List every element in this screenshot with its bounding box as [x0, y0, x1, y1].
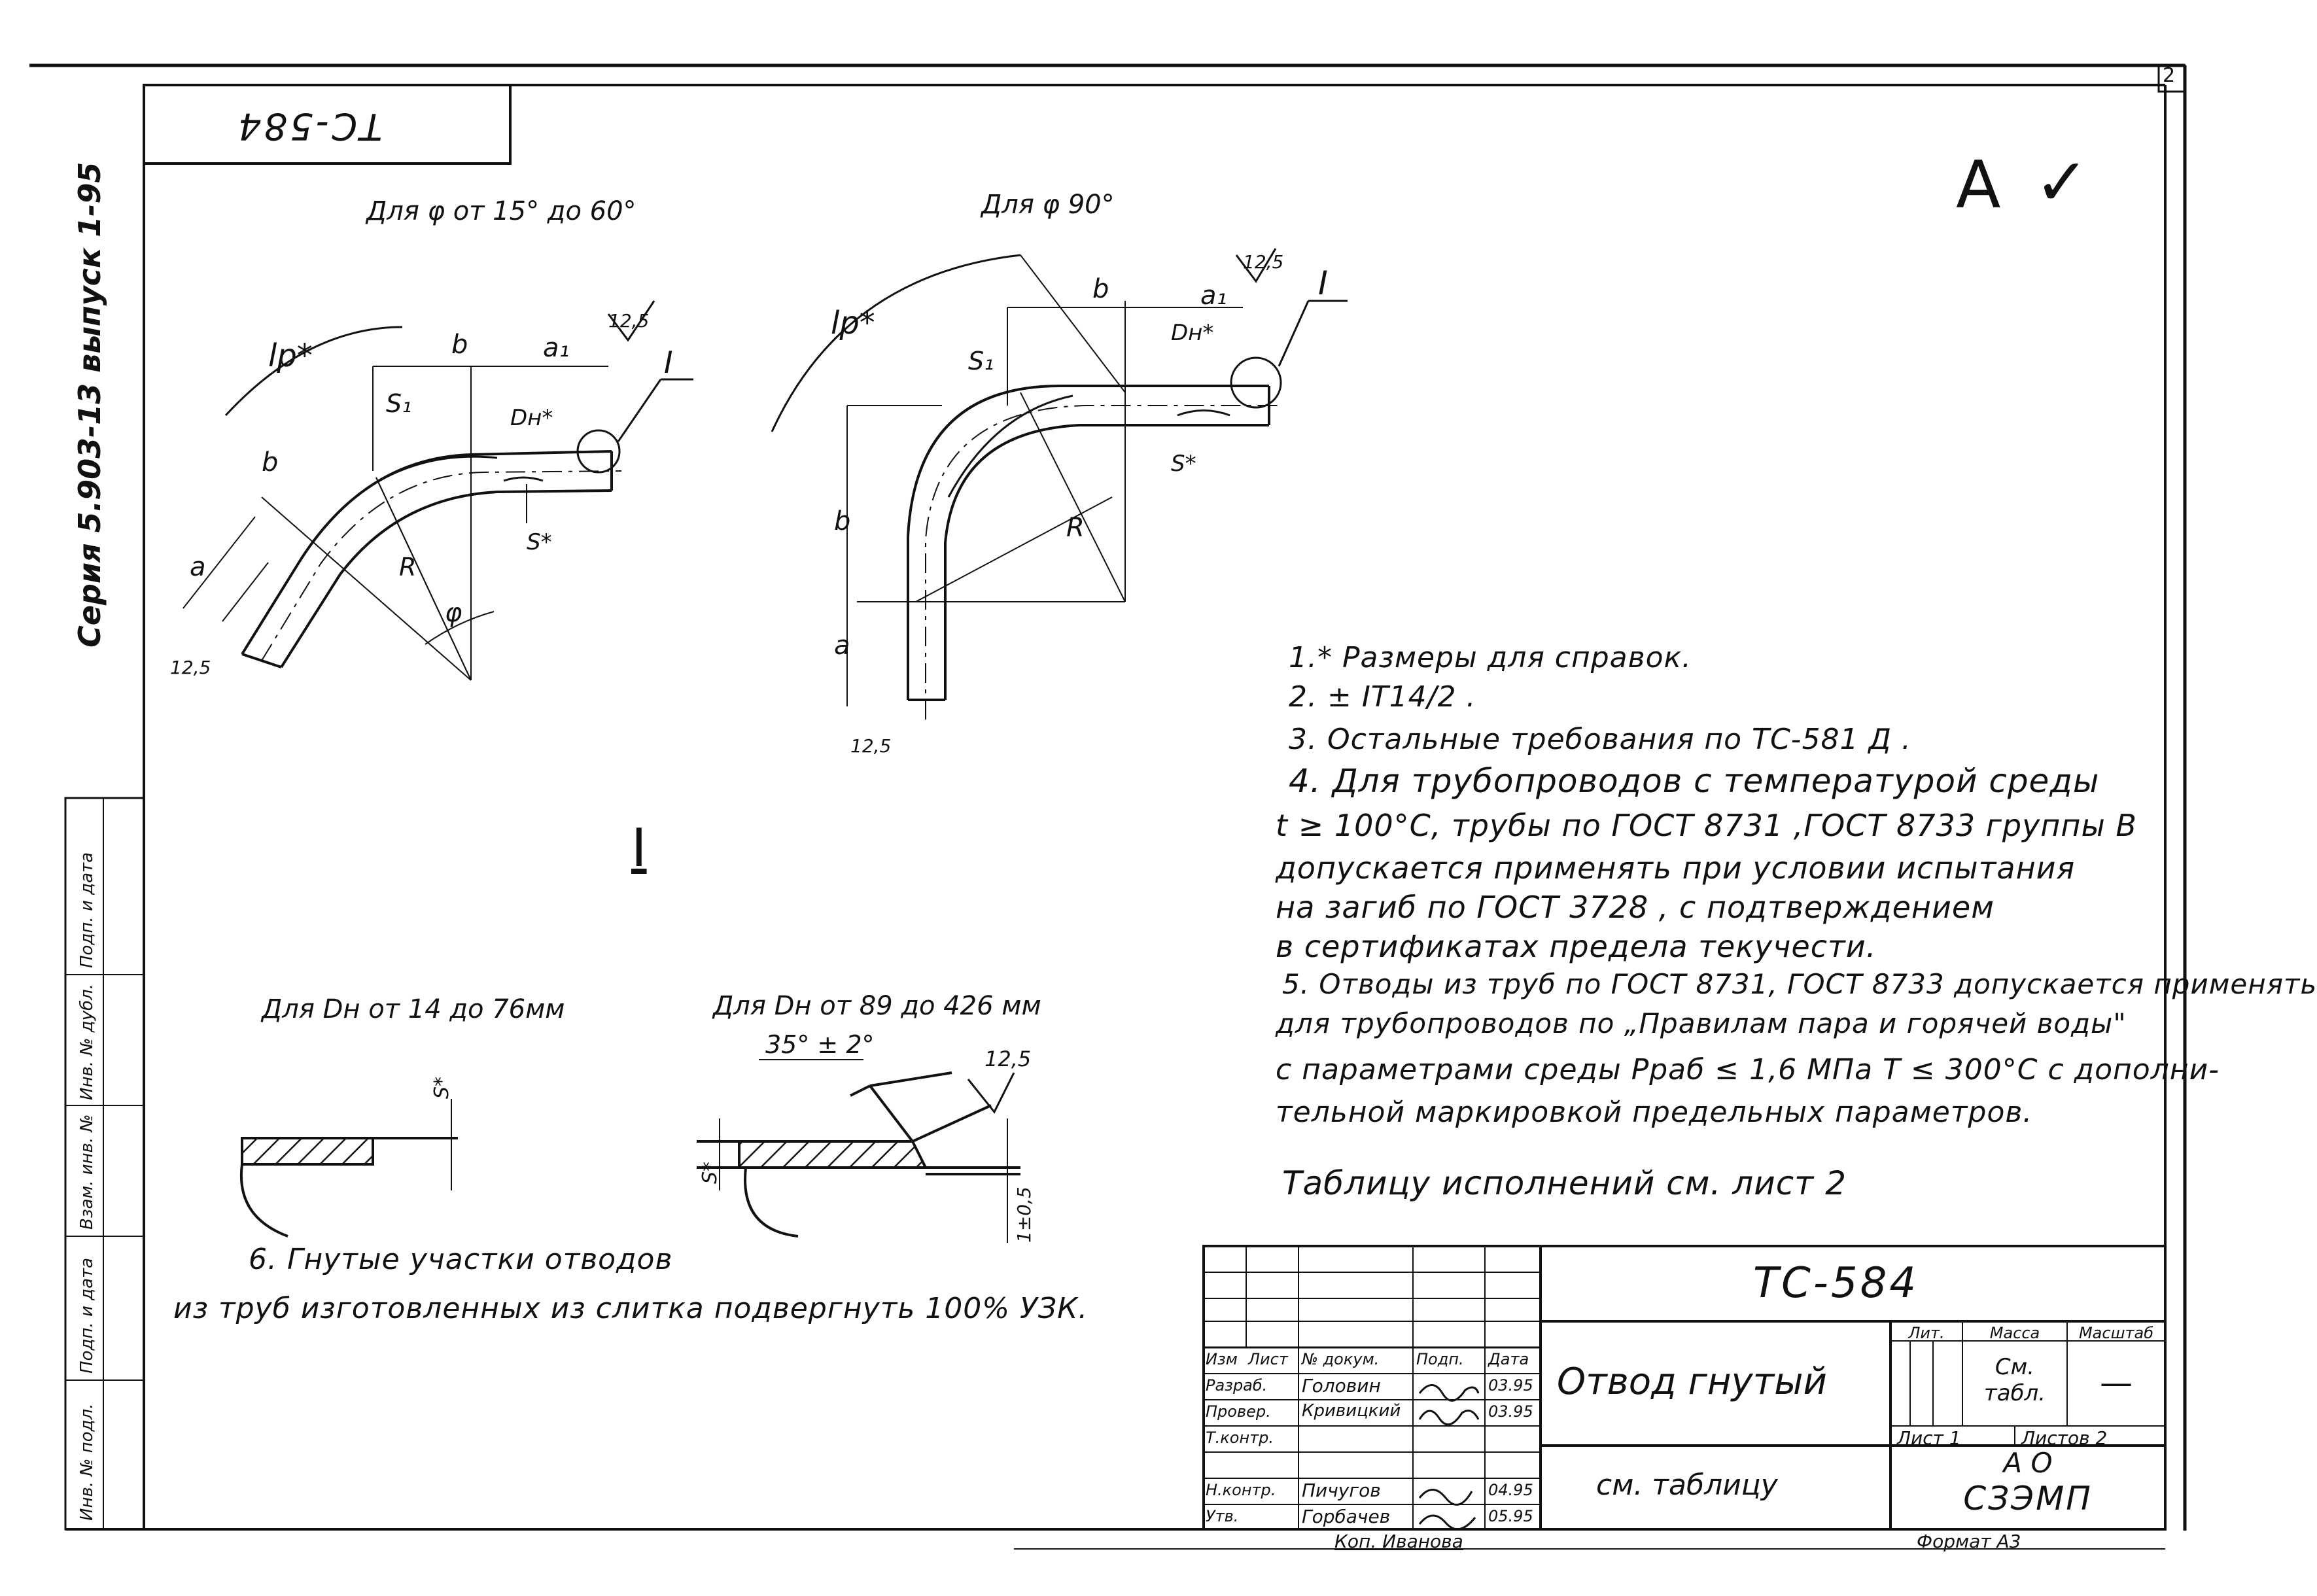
- v1-label-detail: I: [664, 345, 673, 380]
- detail-small-title: Для Dн от 14 до 76мм: [262, 994, 565, 1024]
- view-angle-range-title: Для φ от 15° до 60°: [366, 196, 636, 226]
- mass-value: См. табл.: [1983, 1354, 2046, 1406]
- row-role-developer: Разраб.: [1206, 1376, 1268, 1395]
- lit-label: Лит.: [1908, 1324, 1945, 1342]
- note-line-11: с параметрами среды Рраб ≤ 1,6 МПа Т ≤ 3…: [1276, 1053, 2220, 1086]
- v1-label-r: R: [399, 553, 416, 581]
- sheet-frame: [29, 63, 2187, 1531]
- check-mark: ✓: [2034, 144, 2089, 220]
- sheet-label: Лист 1: [1897, 1427, 1961, 1449]
- v2-label-dn: Dн*: [1171, 320, 1213, 346]
- v2-label-r: R: [1066, 513, 1085, 543]
- v1-label-dn: Dн*: [510, 405, 553, 431]
- row-name-norm-control: Пичугов: [1302, 1480, 1381, 1501]
- v1-label-b-top: b: [451, 330, 468, 360]
- col-header-change: Изм: [1206, 1350, 1238, 1368]
- note-line-8: в сертификатах предела текучести.: [1276, 929, 1877, 964]
- signature-scribbles: [1418, 1384, 1480, 1531]
- view-angle-90-title: Для φ 90°: [981, 190, 1115, 220]
- note-line-3: 3. Остальные требования по ТС-581 Д .: [1289, 723, 1911, 756]
- note-line-4: 4. Для трубопроводов с температурой сред…: [1289, 762, 2100, 800]
- v2-label-b-side: b: [834, 506, 850, 536]
- v2-label-s: S*: [1171, 451, 1196, 477]
- row-date-approved: 05.95: [1488, 1507, 1533, 1525]
- v1-label-roughness: 12,5: [608, 310, 649, 332]
- elbow-angle-90-drawing: lр* b a₁ 12,5 I S₁ Dн* S* R b a 12,5: [771, 248, 1348, 757]
- v1-label-s1: S₁: [386, 389, 411, 418]
- note-6-line-2: из труб изготовленных из слитка подвергн…: [173, 1292, 1089, 1325]
- col-header-sign: Подп.: [1416, 1350, 1464, 1368]
- note-line-6: допускается применять при условии испыта…: [1276, 850, 2076, 886]
- scale-label: Масштаб: [2078, 1324, 2154, 1342]
- note-6-line-1: 6. Гнутые участки отводов: [249, 1243, 673, 1276]
- page-corner-number: 2: [2163, 64, 2176, 87]
- v1-label-b-side: b: [262, 447, 278, 477]
- col-header-doc: № докум.: [1302, 1350, 1380, 1368]
- col-header-date: Дата: [1488, 1350, 1529, 1368]
- org-line-1: А О: [2003, 1447, 2053, 1479]
- v1-label-lp: lр*: [268, 338, 313, 374]
- detail-large-angle: 35° ± 2°: [765, 1030, 875, 1059]
- detail-small-s: S*: [430, 1077, 453, 1099]
- row-name-developer: Головин: [1302, 1375, 1381, 1396]
- mass-label: Масса: [1989, 1324, 2040, 1342]
- elbow-angle-range-drawing: lр* b a₁ 12,5 I Dн* S₁ b a 12,5 R φ S*: [170, 300, 693, 681]
- org-line-2: СЗЭМП: [1963, 1480, 2093, 1518]
- row-name-checker: Кривицкий: [1302, 1401, 1401, 1421]
- title-block-material: см. таблицу: [1596, 1468, 1778, 1502]
- format-label: Формат А3: [1917, 1531, 2021, 1552]
- table-reference-note: Таблицу исполнений см. лист 2: [1282, 1164, 1847, 1202]
- note-line-7: на загиб по ГОСТ 3728 , с подтверждением: [1276, 890, 1995, 925]
- v1-label-phi: φ: [445, 598, 462, 628]
- row-name-approved: Горбачев: [1302, 1506, 1391, 1527]
- row-date-developer: 03.95: [1488, 1376, 1533, 1395]
- sheets-label: Листов 2: [2021, 1427, 2108, 1449]
- v1-label-roughness-end: 12,5: [170, 657, 211, 678]
- note-line-1: 1.* Размеры для справок.: [1289, 641, 1692, 674]
- row-role-norm-control: Н.контр.: [1206, 1481, 1276, 1499]
- v2-label-lp: lр*: [831, 305, 875, 341]
- detail-heading: I: [631, 818, 647, 878]
- note-line-9: 5. Отводы из труб по ГОСТ 8731, ГОСТ 873…: [1282, 968, 2317, 1000]
- v2-label-a1: a₁: [1200, 281, 1227, 311]
- row-role-tech-control: Т.контр.: [1206, 1429, 1274, 1447]
- row-role-checker: Провер.: [1206, 1402, 1271, 1421]
- v1-label-a1: a₁: [543, 333, 570, 363]
- row-date-checker: 03.95: [1488, 1402, 1533, 1421]
- detail-large-title: Для Dн от 89 до 426 мм: [713, 991, 1041, 1021]
- v2-label-roughness: 12,5: [1243, 251, 1283, 273]
- col-header-sheet: Лист: [1248, 1350, 1288, 1368]
- detail-large-tolerance: 1±0,5: [1013, 1187, 1035, 1243]
- detail-section-drawing: S* 35° ± 2° 12,5 S* 1±0,5: [239, 1030, 1035, 1243]
- v2-label-s1: S₁: [968, 347, 994, 375]
- v2-label-detail: I: [1318, 264, 1328, 302]
- note-line-2: 2. ± IT14/2 .: [1289, 680, 1476, 714]
- detail-large-roughness: 12,5: [984, 1047, 1031, 1071]
- title-block-designation: ТС-584: [1753, 1259, 1919, 1308]
- v2-label-a: a: [834, 631, 850, 661]
- row-role-approved: Утв.: [1206, 1507, 1239, 1525]
- v2-label-roughness-end: 12,5: [850, 735, 891, 757]
- v1-label-s: S*: [527, 529, 552, 555]
- scale-value: —: [2100, 1364, 2133, 1402]
- v2-label-b-top: b: [1092, 274, 1109, 304]
- title-block-name: Отвод гнутый: [1557, 1361, 1827, 1403]
- title-block-grid: [1014, 1245, 2167, 1550]
- row-date-norm-control: 04.95: [1488, 1481, 1533, 1499]
- note-line-12: тельной маркировкой предельных параметро…: [1276, 1096, 2033, 1129]
- copied-by: Коп. Иванова: [1334, 1531, 1463, 1552]
- note-line-10: для трубопроводов по „Правилам пара и го…: [1276, 1007, 2127, 1039]
- v1-label-a: a: [190, 552, 206, 582]
- note-line-5: t ≥ 100°С, трубы по ГОСТ 8731 ,ГОСТ 8733…: [1276, 808, 2137, 843]
- detail-large-s: S*: [699, 1162, 722, 1184]
